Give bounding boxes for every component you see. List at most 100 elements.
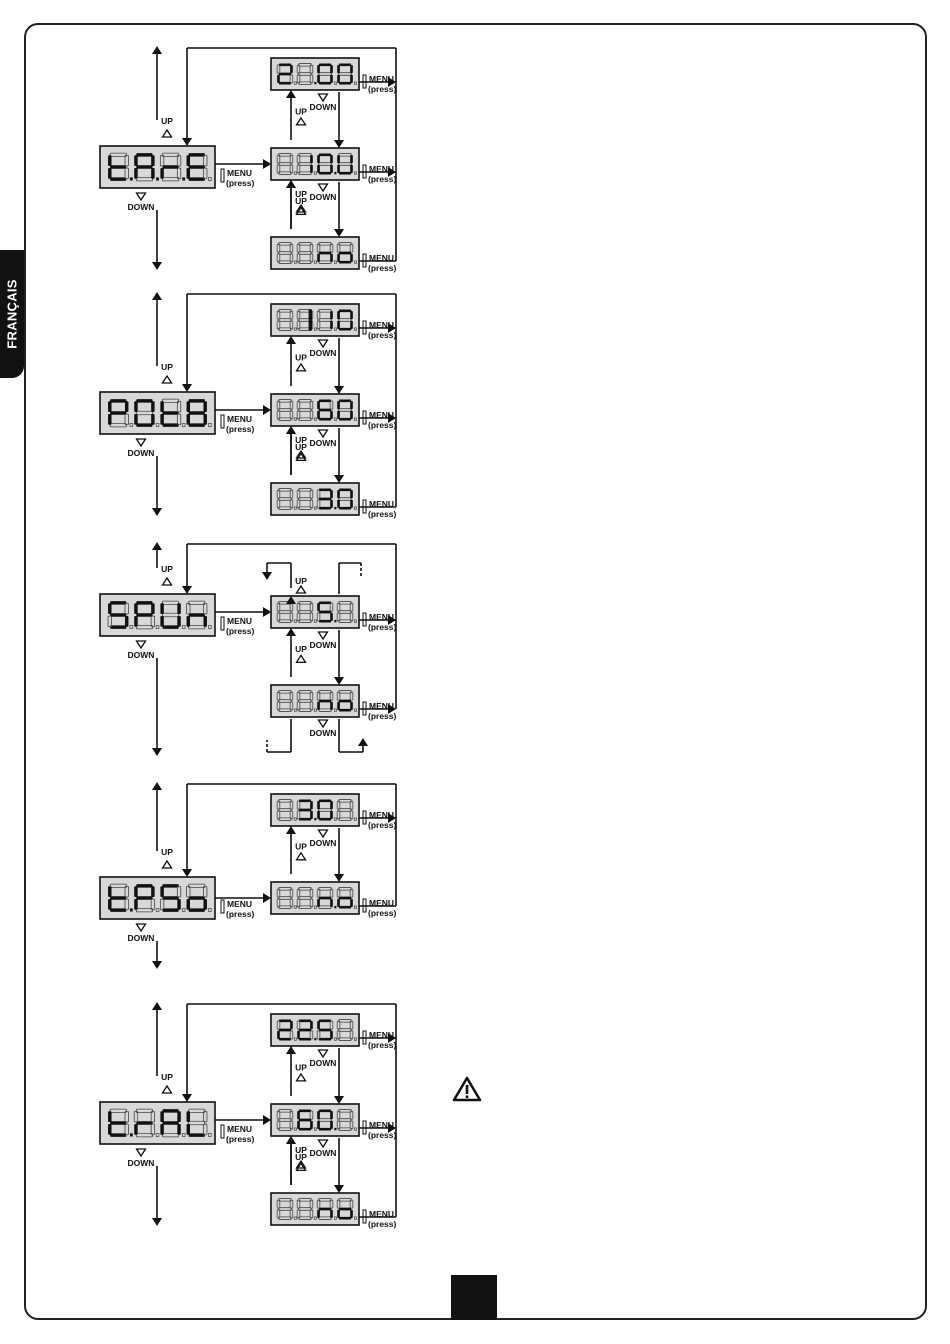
down-triangle-icon: [317, 183, 329, 193]
press-label: (press): [368, 711, 397, 721]
up-label: UP: [295, 1062, 307, 1072]
press-label: (press): [368, 263, 397, 273]
up-label: UP: [161, 847, 173, 857]
press-label: (press): [226, 424, 255, 434]
up-triangle-icon: [295, 449, 307, 459]
menu-label: MENU: [369, 1030, 394, 1040]
up-triangle-icon: [161, 1084, 173, 1094]
press-label: (press): [226, 626, 255, 636]
up-label: UP: [161, 362, 173, 372]
press-label: (press): [226, 909, 255, 919]
option-display: [270, 684, 360, 718]
down-label: DOWN: [128, 1158, 155, 1168]
down-label: DOWN: [310, 102, 337, 112]
main-display: [99, 876, 216, 920]
up-triangle-icon: [161, 576, 173, 586]
down-label: DOWN: [310, 728, 337, 738]
down-label: DOWN: [310, 348, 337, 358]
language-tab: FRANÇAIS: [0, 250, 24, 378]
up-label: UP: [295, 435, 307, 445]
down-triangle-icon: [135, 438, 147, 448]
down-triangle-icon: [317, 719, 329, 729]
press-label: (press): [368, 509, 397, 519]
down-triangle-icon: [317, 429, 329, 439]
press-label: (press): [368, 820, 397, 830]
up-label: UP: [295, 842, 307, 852]
menu-label: MENU: [369, 320, 394, 330]
up-label: UP: [161, 1072, 173, 1082]
press-label: (press): [368, 174, 397, 184]
main-display: [99, 145, 216, 189]
down-label: DOWN: [310, 1148, 337, 1158]
down-triangle-icon: [317, 631, 329, 641]
down-triangle-icon: [135, 1148, 147, 1158]
language-tab-label: FRANÇAIS: [4, 279, 20, 349]
down-label: DOWN: [310, 438, 337, 448]
up-label: UP: [295, 1145, 307, 1155]
up-label: UP: [295, 644, 307, 654]
down-triangle-icon: [317, 1049, 329, 1059]
up-label: UP: [295, 196, 307, 206]
option-display: [270, 482, 360, 516]
up-triangle-icon: [295, 116, 307, 126]
menu-label: MENU: [369, 253, 394, 263]
menu-button-icon: [220, 414, 225, 429]
warning-icon: [452, 1076, 482, 1102]
up-label: UP: [295, 189, 307, 199]
press-label: (press): [226, 1134, 255, 1144]
menu-label: MENU: [227, 168, 252, 178]
down-label: DOWN: [310, 192, 337, 202]
up-label: UP: [295, 576, 307, 586]
menu-label: MENU: [369, 74, 394, 84]
press-label: (press): [368, 84, 397, 94]
page-number-box: [451, 1275, 497, 1320]
down-triangle-icon: [135, 640, 147, 650]
menu-label: MENU: [227, 616, 252, 626]
menu-label: MENU: [227, 414, 252, 424]
down-label: DOWN: [128, 448, 155, 458]
up-triangle-icon: [295, 654, 307, 663]
up-triangle-icon: [161, 374, 173, 384]
menu-button-icon: [220, 616, 225, 631]
up-label: UP: [295, 1152, 307, 1162]
menu-label: MENU: [369, 810, 394, 820]
down-label: DOWN: [310, 640, 337, 650]
up-triangle-icon: [161, 128, 173, 138]
press-label: (press): [368, 622, 397, 632]
up-label: UP: [295, 352, 307, 362]
down-triangle-icon: [135, 192, 147, 202]
up-triangle-icon: [295, 206, 307, 216]
up-triangle-icon: [295, 203, 307, 213]
menu-label: MENU: [369, 1120, 394, 1130]
option-display: [270, 1013, 360, 1047]
up-label: UP: [295, 106, 307, 116]
option-display: [270, 147, 360, 181]
down-label: DOWN: [128, 202, 155, 212]
option-display: [270, 1103, 360, 1137]
up-label: UP: [161, 564, 173, 574]
option-display: [270, 57, 360, 91]
up-triangle-icon: [295, 584, 307, 594]
press-label: (press): [368, 330, 397, 340]
down-triangle-icon: [317, 1139, 329, 1149]
press-label: (press): [368, 1040, 397, 1050]
menu-label: MENU: [369, 164, 394, 174]
down-triangle-icon: [135, 923, 147, 933]
up-triangle-icon: [295, 362, 307, 372]
down-triangle-icon: [317, 339, 329, 349]
menu-label: MENU: [227, 899, 252, 909]
down-label: DOWN: [128, 933, 155, 943]
option-display: [270, 236, 360, 270]
menu-label: MENU: [369, 1209, 394, 1219]
down-label: DOWN: [128, 650, 155, 660]
menu-button-icon: [220, 899, 225, 914]
press-label: (press): [368, 1130, 397, 1140]
main-display: [99, 391, 216, 435]
up-triangle-icon: [295, 851, 307, 861]
option-display: [270, 881, 360, 915]
option-display: [270, 793, 360, 827]
down-triangle-icon: [317, 93, 329, 103]
